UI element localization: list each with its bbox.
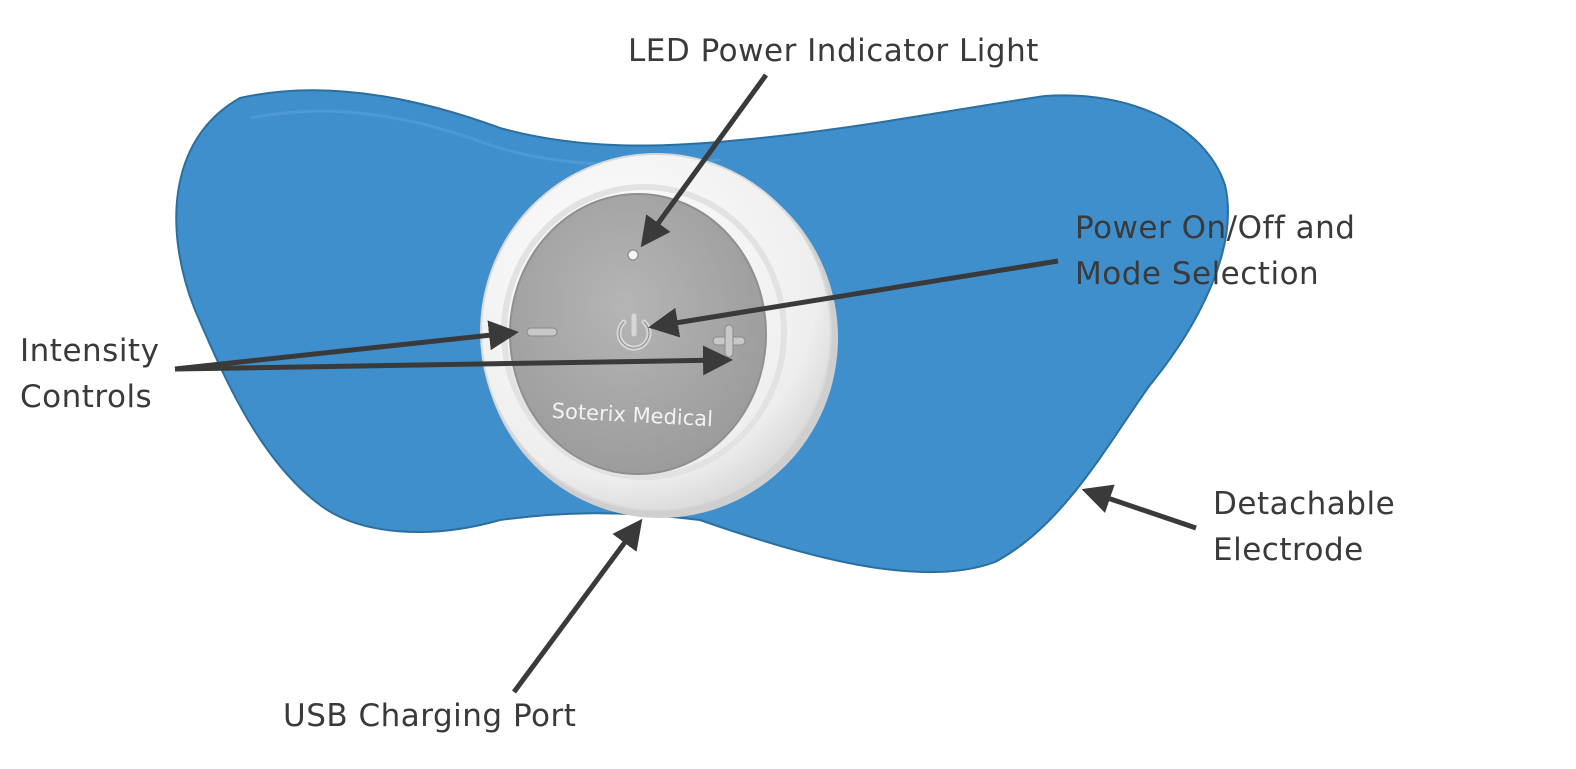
minus-icon[interactable] bbox=[526, 327, 558, 337]
usb-arrow bbox=[511, 518, 643, 694]
detachable-electrode-label-line1: Detachable bbox=[1213, 486, 1396, 522]
intensity-minus-arrow bbox=[174, 320, 519, 372]
power-mode-label-line2: Mode Selection bbox=[1075, 256, 1320, 292]
led-indicator-label: LED Power Indicator Light bbox=[628, 28, 1039, 74]
led-arrow bbox=[640, 73, 769, 248]
electrode-arrow bbox=[1081, 484, 1197, 531]
power-mode-label: Power On/Off and Mode Selection bbox=[1075, 205, 1355, 297]
usb-charging-port-label: USB Charging Port bbox=[283, 693, 576, 739]
intensity-controls-label-line2: Controls bbox=[20, 379, 153, 415]
detachable-electrode-label: Detachable Electrode bbox=[1213, 481, 1395, 573]
detachable-electrode-label-line2: Electrode bbox=[1213, 532, 1364, 568]
intensity-controls-label: Intensity Controls bbox=[20, 328, 159, 420]
power-mode-label-line1: Power On/Off and bbox=[1075, 210, 1356, 246]
usb-charging-port-label-text: USB Charging Port bbox=[283, 698, 577, 734]
led-dot-icon bbox=[627, 249, 639, 261]
intensity-plus-arrow bbox=[174, 345, 733, 376]
led-indicator-label-text: LED Power Indicator Light bbox=[628, 33, 1039, 69]
power-arrow bbox=[648, 258, 1059, 338]
intensity-controls-label-line1: Intensity bbox=[20, 333, 160, 369]
